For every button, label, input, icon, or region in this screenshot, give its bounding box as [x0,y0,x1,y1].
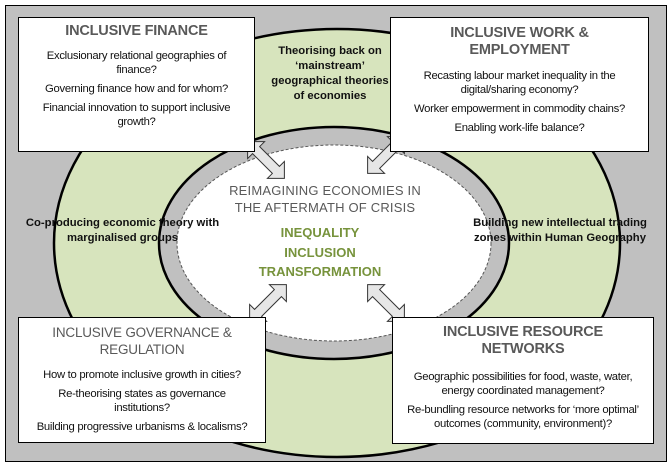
theme-transformation: TRANSFORMATION [258,264,382,279]
ring-label-line: geographical theories [271,75,389,87]
ring-label-line: zones within Human Geography [474,232,646,244]
box-item: Worker empowerment in commodity chains? [414,103,625,115]
box-title: INCLUSIVE GOVERNANCE & [52,325,232,340]
ring-label-right: Building new intellectual trading zones … [450,216,670,246]
theme-inequality: INEQUALITY [280,225,360,240]
box-inclusive-work: INCLUSIVE WORK & EMPLOYMENT Recasting la… [390,17,649,152]
box-item: Geographic possibilities for food, waste… [413,371,633,397]
ring-label-top: Theorising back on ‘mainstream’ geograph… [250,44,410,104]
box-title: INCLUSIVE WORK & [450,25,589,41]
box-item: How to promote inclusive growth in citie… [43,369,241,381]
center-title-line: THE AFTERMATH OF CRISIS [234,200,416,215]
box-title: NETWORKS [481,341,565,357]
box-item: Exclusionary relational geographies of f… [46,50,227,76]
ring-label-line: ‘mainstream’ [295,60,365,72]
box-item: Enabling work-life balance? [454,122,585,134]
ring-label-left: Co-producing economic theory with margin… [10,216,235,246]
box-title: EMPLOYMENT [469,42,570,58]
ring-label-line: marginalised groups [66,232,179,244]
box-inclusive-resource: INCLUSIVE RESOURCE NETWORKS Geographic p… [392,317,654,444]
box-item: Building progressive urbanisms & localis… [36,421,248,433]
center-title-line: REIMAGINING ECONOMIES IN [229,183,421,198]
box-inclusive-finance: INCLUSIVE FINANCE Exclusionary relationa… [18,17,255,152]
ring-label-line: Theorising back on [278,45,382,57]
ring-label-line: of economies [293,90,367,102]
box-title: INCLUSIVE FINANCE [65,23,208,39]
ring-label-line: Building new intellectual trading [473,217,647,229]
center-title: REIMAGINING ECONOMIES IN THE AFTERMATH O… [190,182,460,216]
box-title: REGULATION [99,342,185,357]
box-item: Re-theorising states as governance insti… [58,388,226,414]
box-item: Governing finance how and for whom? [45,83,228,95]
box-item: Recasting labour market inequality in th… [423,70,616,96]
box-inclusive-governance: INCLUSIVE GOVERNANCE & REGULATION How to… [18,317,266,443]
center-ellipse [176,144,492,342]
theme-inclusion: INCLUSION [284,245,356,260]
box-title: INCLUSIVE RESOURCE [443,324,603,340]
box-item: Re-bundling resource networks for ‘more … [407,404,639,430]
ring-label-line: Co-producing economic theory with [25,217,220,229]
double-arrow-top-left [247,141,285,179]
box-item: Financial innovation to support inclusiv… [42,102,231,128]
